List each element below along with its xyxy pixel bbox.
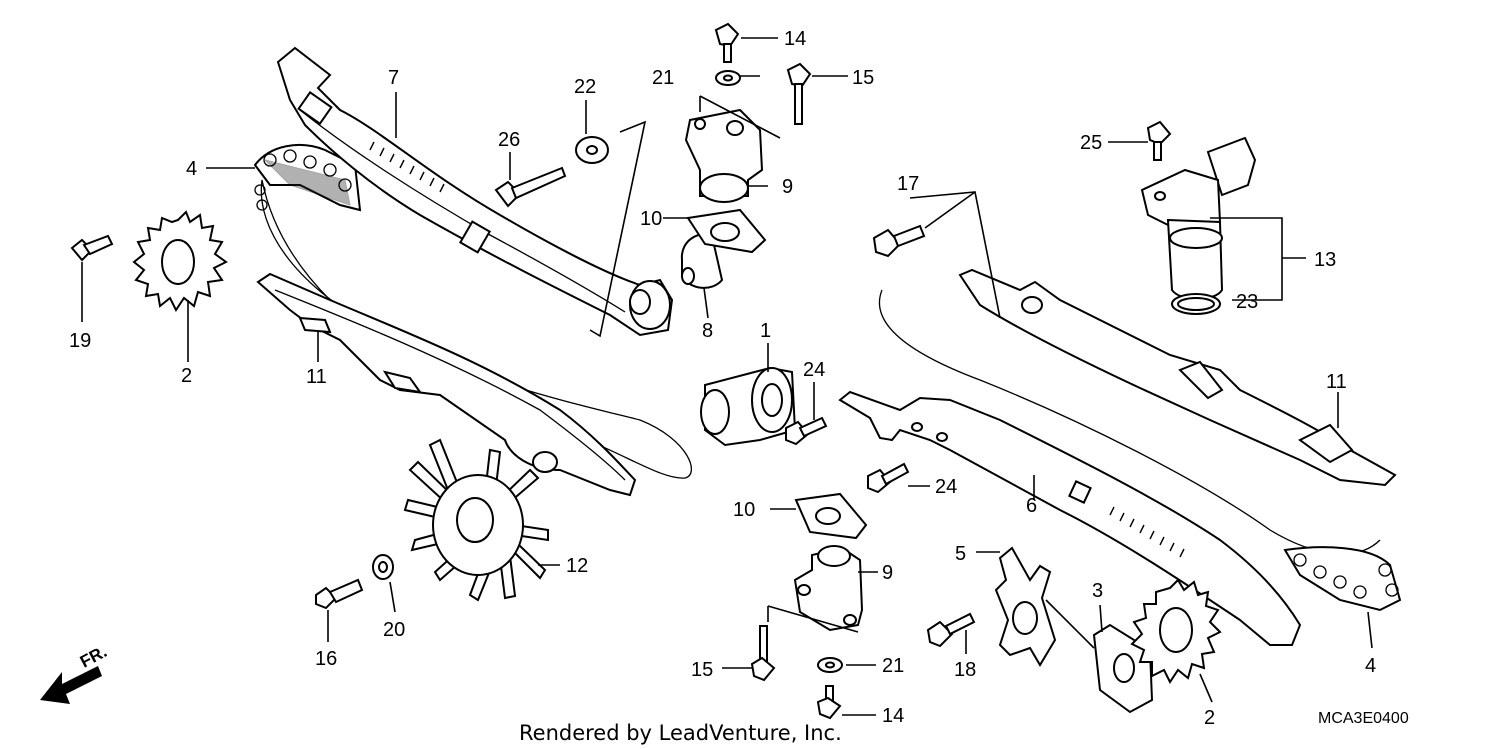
- callout-10-lower: 10: [733, 499, 755, 521]
- bolt-17: [872, 224, 926, 258]
- washer-lower-21: [817, 657, 843, 673]
- callout-24-a: 24: [803, 359, 825, 381]
- callout-3: 3: [1092, 580, 1103, 602]
- cam-gear-1: [700, 366, 797, 447]
- callout-18: 18: [954, 659, 976, 681]
- bolt-upper-15: [786, 62, 812, 125]
- gasket-upper-10: [686, 208, 767, 254]
- chain-guide-right-11: [958, 268, 1397, 487]
- callout-6: 6: [1026, 495, 1037, 517]
- callout-15-upper: 15: [852, 67, 874, 89]
- callout-21-upper: 21: [652, 67, 674, 89]
- callout-11-right: 11: [1326, 371, 1347, 393]
- callout-10-upper: 10: [640, 208, 662, 230]
- callout-1: 1: [760, 320, 771, 342]
- sensor-13: [1140, 136, 1257, 300]
- bolt-25: [1146, 120, 1172, 161]
- bolt-24-a: [785, 416, 828, 446]
- callout-23: 23: [1236, 291, 1258, 313]
- cam-sprocket-right-2: [1130, 578, 1222, 684]
- callout-22: 22: [574, 76, 596, 98]
- bolt-24-b: [867, 462, 910, 494]
- bolt-lower-15: [750, 625, 776, 682]
- collar-8: [680, 233, 724, 289]
- callout-11-left: 11: [306, 366, 327, 388]
- bolt-upper-14: [714, 22, 740, 63]
- chain-guide-left-11: [256, 272, 637, 497]
- drawing-code: MCA3E0400: [1318, 710, 1409, 727]
- oring-23: [1171, 293, 1221, 315]
- callout-5: 5: [955, 543, 966, 565]
- bracket-lower-9: [767, 605, 859, 633]
- bracket-13: [1210, 217, 1306, 301]
- cam-chain-guide-7: [276, 46, 674, 337]
- footer-credit: Rendered by LeadVenture, Inc.: [519, 721, 842, 745]
- callout-9-upper: 9: [782, 176, 793, 198]
- gasket-lower-10: [794, 492, 868, 540]
- front-label: FR.: [77, 642, 110, 672]
- tensioner-upper-9: [684, 108, 764, 203]
- bracket-upper-9: [699, 95, 781, 139]
- callout-15-lower: 15: [691, 659, 713, 681]
- callout-7: 7: [388, 67, 399, 89]
- callout-21-lower: 21: [882, 655, 904, 677]
- callout-17: 17: [897, 173, 919, 195]
- tensioner-lower-9: [793, 545, 864, 632]
- callout-12: 12: [566, 555, 588, 577]
- washer-22: [575, 136, 609, 164]
- callout-26: 26: [498, 129, 520, 151]
- callout-labels: 1 2 2 3 4 4 5 6 7 8 9 9 10 10 11 11 12 1…: [69, 28, 1376, 729]
- callout-8: 8: [702, 320, 713, 342]
- plate-5: [994, 546, 1057, 667]
- callout-4-left: 4: [186, 158, 197, 180]
- callout-9-lower: 9: [882, 562, 893, 584]
- front-arrow-icon: FR.: [40, 642, 110, 704]
- bolt-26: [494, 166, 567, 208]
- callout-24-b: 24: [935, 476, 957, 498]
- sprocket-cover-12: [403, 438, 549, 602]
- callout-2-right: 2: [1204, 707, 1215, 729]
- bolt-16: [315, 578, 364, 610]
- callout-14-lower: 14: [882, 705, 904, 727]
- callout-20: 20: [383, 619, 405, 641]
- left-cam-chain: [253, 144, 693, 479]
- bolt-lower-14: [816, 685, 842, 720]
- bolt-19: [70, 234, 114, 262]
- leader-lines: [81, 37, 1373, 716]
- callout-25: 25: [1080, 132, 1102, 154]
- callout-19: 19: [69, 330, 91, 352]
- washer-20: [372, 554, 394, 580]
- callout-2-left: 2: [181, 365, 192, 387]
- callout-13: 13: [1314, 249, 1336, 271]
- callout-16: 16: [315, 648, 337, 670]
- callout-4-right: 4: [1365, 655, 1376, 677]
- callout-14-upper: 14: [784, 28, 806, 50]
- bolt-18: [926, 612, 976, 648]
- cam-sprocket-left-2: [132, 210, 228, 312]
- washer-upper-21: [715, 70, 741, 86]
- right-cam-chain: [878, 289, 1402, 612]
- chain-guide-6: [838, 390, 1302, 646]
